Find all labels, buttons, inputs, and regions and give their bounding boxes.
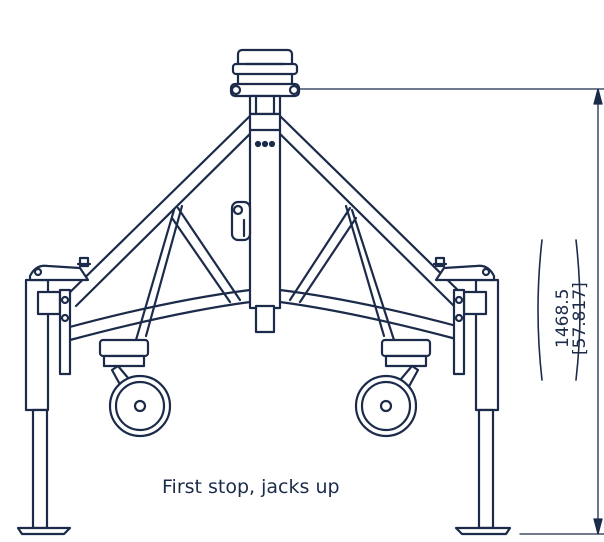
left-leg — [16, 256, 92, 536]
central-mast — [230, 112, 282, 334]
truss-frame — [60, 114, 470, 342]
top-mount — [229, 48, 301, 116]
dimension-mm: 1468.5 — [553, 289, 573, 348]
left-caster-wheel — [98, 338, 172, 438]
dimension-line — [299, 88, 604, 535]
right-leg — [432, 256, 512, 536]
right-caster-wheel — [354, 338, 432, 438]
dimension-inch: [57.817] — [570, 282, 590, 355]
diagram-caption: First stop, jacks up — [162, 476, 340, 498]
